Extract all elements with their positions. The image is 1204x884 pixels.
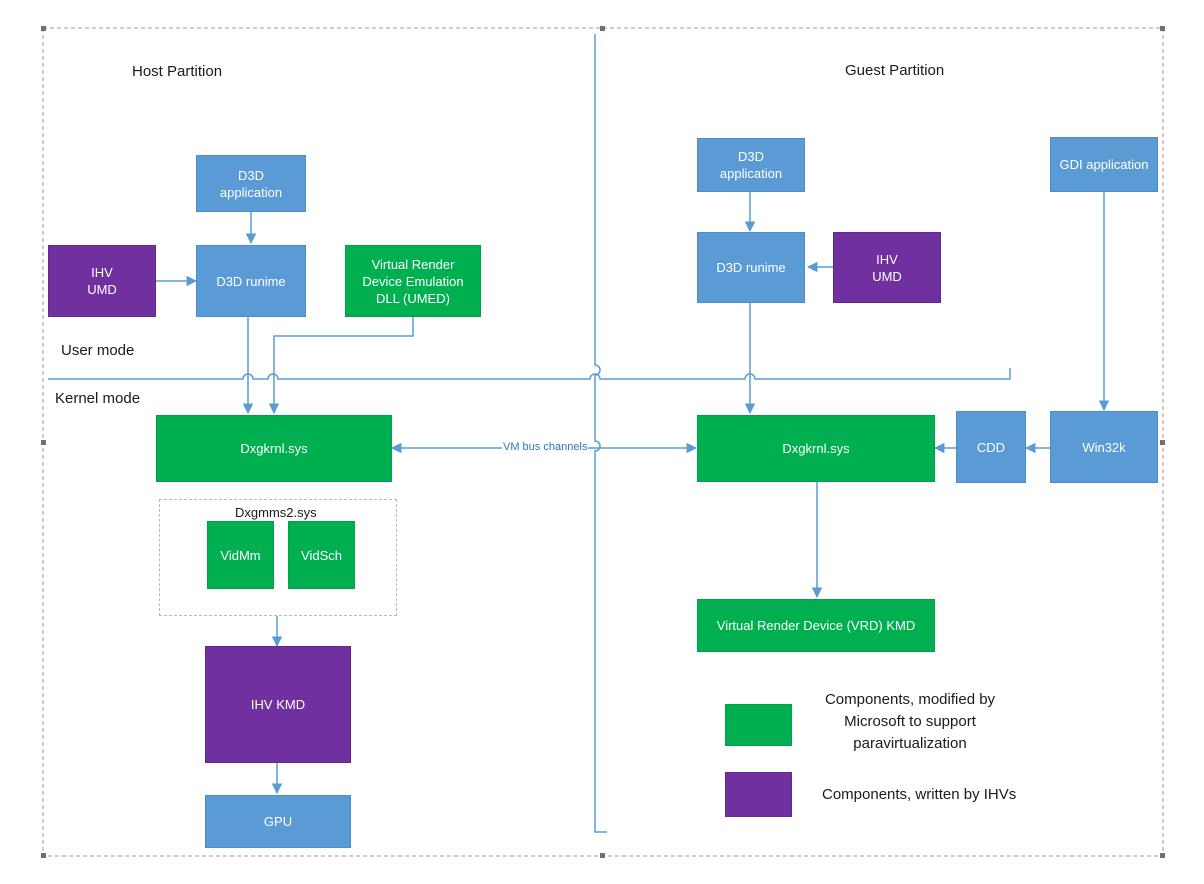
guest-ihv-umd: IHV UMD (833, 232, 941, 303)
user-mode-label: User mode (61, 342, 135, 359)
frame-handle-ml (41, 440, 46, 445)
mode-boundary-line (48, 368, 1011, 380)
host-vidmm: VidMm (207, 521, 274, 589)
guest-cdd: CDD (956, 411, 1026, 483)
frame-handle-bm (600, 853, 605, 858)
frame-handle-tm (600, 26, 605, 31)
legend-green-text: Components, modified by Microsoft to sup… (824, 691, 996, 752)
frame-handle-bl (41, 853, 46, 858)
guest-d3d-application: D3D application (697, 138, 805, 192)
vmbus-label: VM bus channels (502, 441, 589, 453)
frame-handle-tl (41, 26, 46, 31)
kernel-mode-label: Kernel mode (55, 390, 141, 407)
guest-vrd-kmd: Virtual Render Device (VRD) KMD (697, 599, 935, 652)
guest-dxgkrnl: Dxgkrnl.sys (697, 415, 935, 482)
host-dxgkrnl: Dxgkrnl.sys (156, 415, 392, 482)
frame-handle-tr (1160, 26, 1165, 31)
legend-purple-text: Components, written by IHVs (822, 786, 1017, 803)
dxgmms2-label: Dxgmms2.sys (235, 505, 317, 520)
arrow-umed-to-dxgkrnl (268, 317, 414, 415)
frame-handle-br (1160, 853, 1165, 858)
guest-gdi-application: GDI application (1050, 137, 1158, 192)
host-d3d-application: D3D application (196, 155, 306, 212)
frame-handle-mr (1160, 440, 1165, 445)
host-gpu: GPU (205, 795, 351, 848)
guest-d3d-runtime: D3D runime (697, 232, 805, 303)
host-vidsch: VidSch (288, 521, 355, 589)
partition-divider (594, 34, 607, 833)
guest-win32k: Win32k (1050, 411, 1158, 483)
host-d3d-runtime: D3D runime (196, 245, 306, 317)
host-ihv-kmd: IHV KMD (205, 646, 351, 763)
legend-green-swatch (725, 704, 792, 746)
host-partition-title: Host Partition (132, 63, 223, 80)
legend-purple-swatch (725, 772, 792, 817)
dxgmms2-group (159, 499, 397, 616)
host-ihv-umd: IHV UMD (48, 245, 156, 317)
host-umed: Virtual Render Device Emulation DLL (UME… (345, 245, 481, 317)
guest-partition-title: Guest Partition (845, 62, 945, 79)
